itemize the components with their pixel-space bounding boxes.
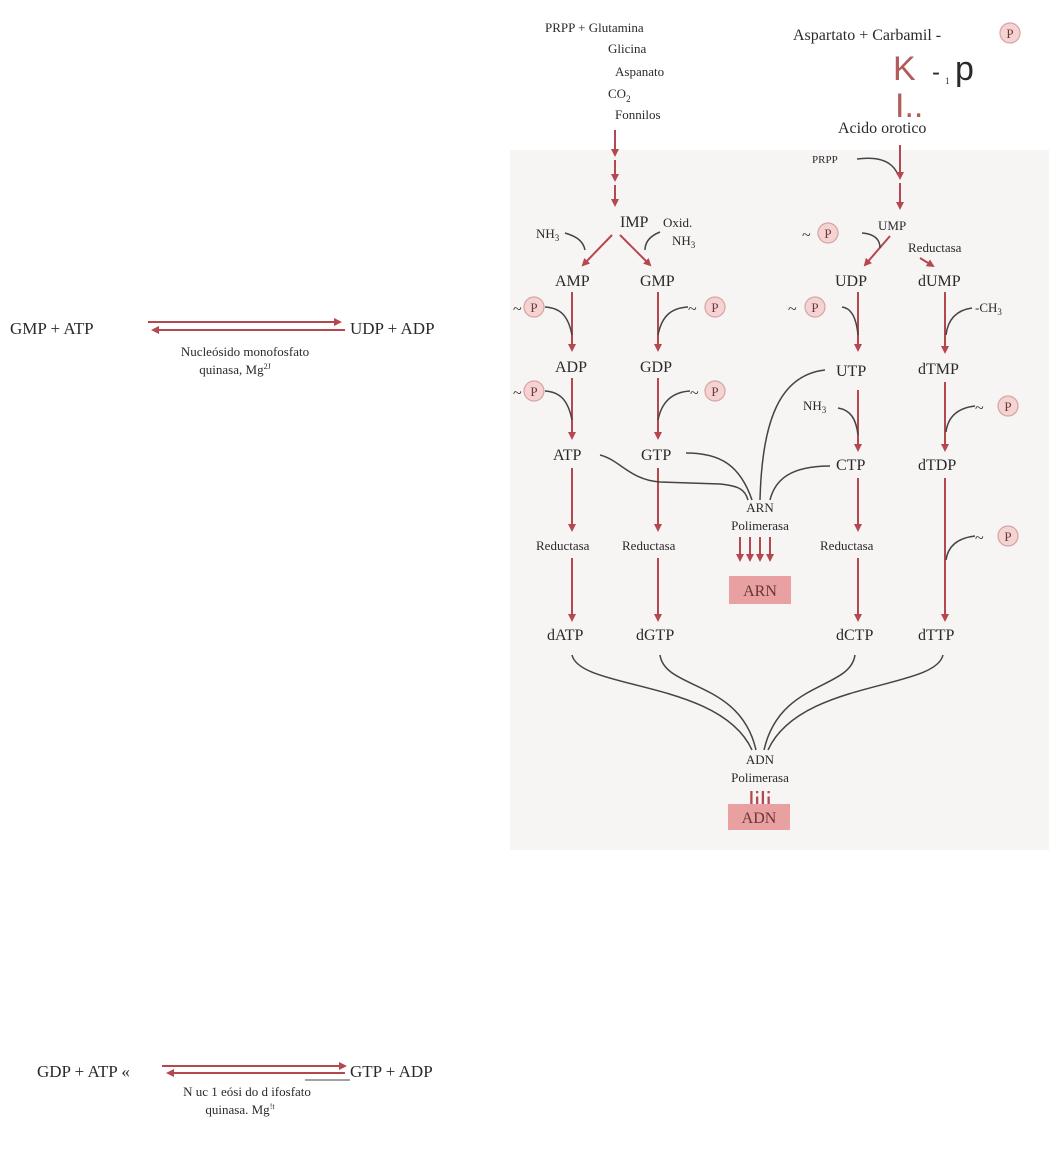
svg-text:~: ~	[688, 301, 697, 318]
orotic-acid-label: Acido orotico	[838, 120, 926, 137]
reductasa-label: Reductasa	[820, 538, 874, 553]
ch3-label: -CH3	[975, 300, 1002, 317]
svg-text:P: P	[711, 300, 718, 315]
precursor: CO2	[608, 86, 631, 104]
dgtp-label: dGTP	[636, 627, 674, 644]
reaction-right: GTP + ADP	[350, 1062, 433, 1081]
udp-label: UDP	[835, 273, 867, 290]
reductasa-label: Reductasa	[622, 538, 676, 553]
phosphate-icon: ~P	[513, 380, 545, 402]
gtp-label: GTP	[641, 447, 671, 464]
ndp-kinase-reaction: GDP + ATP « GTP + ADP N uc 1 eósi do d i…	[37, 1062, 433, 1117]
rna-polymerase-label: ARN	[746, 500, 774, 515]
phosphate-icon: ~P	[690, 380, 726, 402]
datp-label: dATP	[547, 627, 584, 644]
reaction-left: GMP + ATP	[10, 319, 94, 338]
prpp-label: PRPP	[812, 154, 838, 166]
enzyme-name: Nucleósido monofosfato	[181, 344, 309, 359]
pyrimidine-pathway: Aspartato + Carbamil - K - 1 p I.. Acido…	[793, 27, 1002, 644]
phosphate-icon: ~P	[802, 222, 839, 244]
amp-label: AMP	[555, 273, 590, 290]
svg-text:P: P	[1004, 399, 1011, 414]
dna-synthesis: ADN Polimerasa lili ADN	[571, 654, 944, 830]
svg-text:P: P	[530, 300, 537, 315]
svg-text:P: P	[1004, 529, 1011, 544]
svg-text:~: ~	[802, 227, 811, 244]
artifact-sub: 1	[945, 76, 950, 86]
svg-text:~: ~	[975, 400, 984, 417]
reaction-left: GDP + ATP «	[37, 1062, 130, 1081]
dna-polymerase-label: Polimerasa	[731, 770, 789, 785]
svg-text:P: P	[1006, 26, 1013, 41]
phosphate-icon: ~P	[975, 395, 1019, 417]
svg-text:~: ~	[975, 530, 984, 547]
nmp-kinase-reaction: GMP + ATP UDP + ADP Nucleósido monofosfa…	[10, 318, 435, 377]
precursor: Aspanato	[615, 64, 664, 79]
enzyme-cofactor: quinasa, Mg2J	[199, 362, 270, 377]
svg-text:P: P	[811, 300, 818, 315]
phosphate-icon: ~P	[513, 296, 545, 318]
nh3-label: NH3	[803, 398, 827, 415]
svg-text:P: P	[711, 384, 718, 399]
dtmp-label: dTMP	[918, 361, 959, 378]
phosphate-icon: ~P	[975, 525, 1019, 547]
rna-product-label: ARN	[743, 583, 777, 600]
enzyme-cofactor: quinasa. Mg!t	[205, 1102, 275, 1117]
dctp-label: dCTP	[836, 627, 873, 644]
dna-polymerase-label: ADN	[746, 752, 775, 767]
phosphate-groups: P ~P ~P ~P ~P ~P ~P ~P ~P	[513, 22, 1021, 547]
svg-text:~: ~	[690, 385, 699, 402]
svg-text:P: P	[530, 384, 537, 399]
imp-label: IMP	[620, 214, 649, 231]
enzyme-name: N uc 1 eósi do d ifosfato	[183, 1084, 311, 1099]
diagram-background	[510, 150, 1049, 850]
svg-text:~: ~	[513, 301, 522, 318]
artifact-i: I..	[895, 87, 923, 125]
atp-label: ATP	[553, 447, 582, 464]
rna-product-box	[729, 576, 791, 604]
phosphate-icon: P	[999, 22, 1021, 44]
ctp-label: CTP	[836, 457, 865, 474]
gdp-label: GDP	[640, 359, 672, 376]
dna-product-box	[728, 804, 790, 830]
utp-label: UTP	[836, 363, 866, 380]
reductasa-label: Reductasa	[536, 538, 590, 553]
artifact-p: p	[955, 50, 974, 88]
phosphate-icon: ~P	[688, 296, 726, 318]
gmp-label: GMP	[640, 273, 675, 290]
rna-synthesis: ARN Polimerasa ARN	[599, 369, 831, 604]
svg-text:P: P	[824, 226, 831, 241]
nh3-label: NH3	[536, 226, 560, 243]
svg-text:~: ~	[513, 385, 522, 402]
dttp-label: dTTP	[918, 627, 955, 644]
reaction-right: UDP + ADP	[350, 319, 435, 338]
phosphate-icon: ~P	[788, 296, 826, 318]
nh3-label: NH3	[672, 233, 696, 250]
ump-label: UMP	[878, 218, 906, 233]
purine-pathway: PRPP + Glutamina Glicina Aspanato CO2 Fo…	[536, 20, 696, 644]
rna-polymerase-label: Polimerasa	[731, 518, 789, 533]
adp-label: ADP	[555, 359, 587, 376]
precursor: Fonnilos	[615, 107, 661, 122]
artifact-k: K	[893, 50, 916, 88]
svg-text:~: ~	[788, 301, 797, 318]
oxid-label: Oxid.	[663, 215, 692, 230]
reductasa-label: Reductasa	[908, 240, 962, 255]
dna-product-label: ADN	[742, 810, 777, 827]
artifact-dash: -	[932, 59, 940, 86]
dump-label: dUMP	[918, 273, 961, 290]
precursor: PRPP + Glutamina	[545, 20, 644, 35]
precursor: Aspartato + Carbamil -	[793, 27, 941, 44]
precursor: Glicina	[608, 41, 646, 56]
dtdp-label: dTDP	[918, 457, 956, 474]
